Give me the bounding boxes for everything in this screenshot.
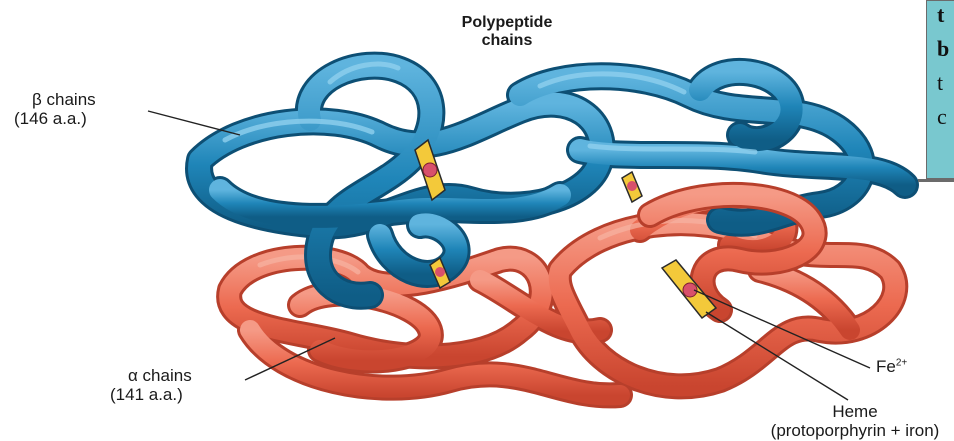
heme-group-2 [622,172,642,202]
alpha-label-line-1: α chains [110,366,192,385]
callout-line-4: c [937,105,947,129]
iron-symbol: Fe [876,357,896,376]
iron-label: Fe2+ [876,357,907,376]
callout-line-1: t [937,3,944,27]
diagram-title: Polypeptide chains [452,14,562,50]
alpha-label-line-2: (141 a.a.) [110,385,192,404]
title-line-2: chains [452,32,562,50]
alpha-chains-label: α chains (141 a.a.) [110,366,192,404]
iron-charge: 2+ [896,357,907,368]
beta-label-line-1: β chains [14,90,96,109]
title-line-1: Polypeptide [452,14,562,32]
callout-box: t b t c [926,0,954,179]
heme-label-line-2: (protoporphyrin + iron) [760,421,950,440]
beta-chains-label: β chains (146 a.a.) [14,90,96,128]
beta-label-line-2: (146 a.a.) [14,109,96,128]
beta-leader-line [148,111,240,135]
callout-divider [918,179,954,182]
callout-line-3: t [937,71,943,95]
heme-label-line-1: Heme [760,402,950,421]
callout-line-2: b [937,37,949,61]
heme-label: Heme (protoporphyrin + iron) [760,402,950,440]
